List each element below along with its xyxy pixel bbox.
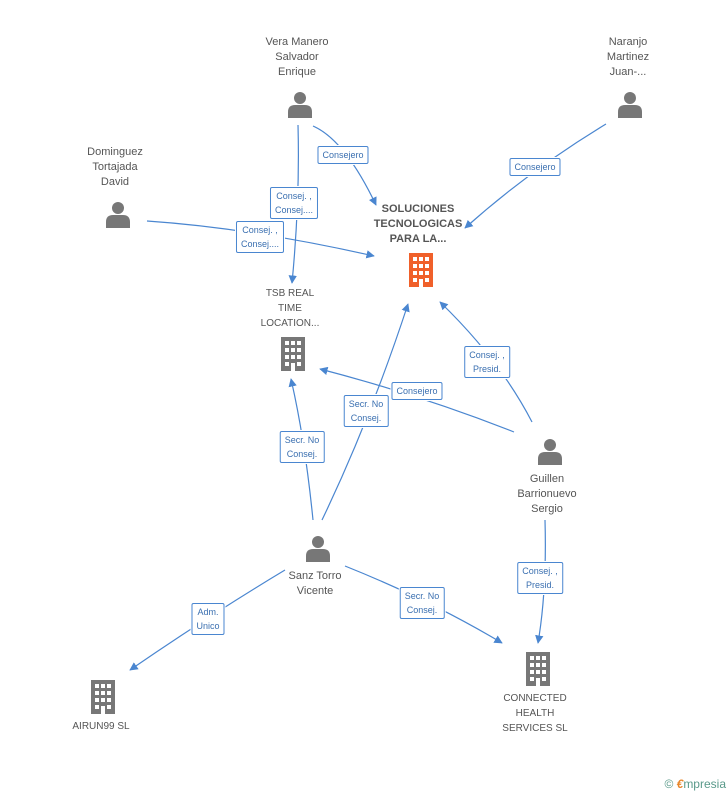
person-icon-vera [288,92,312,118]
person-icon-dominguez [106,202,130,228]
brand-logo-letter: € [676,777,684,791]
edge-vera-soluciones [312,125,377,206]
edge-label-dominguez-soluciones: Consej. ,Consej.... [235,221,285,253]
edge-label-guillen-connected: Consej. ,Presid. [517,562,563,594]
edge-naranjo-soluciones [464,123,607,229]
company-label-airun[interactable]: AIRUN99 SL [72,721,130,732]
edge-label-sanz-airun: Adm.Unico [191,603,225,635]
edge-label-guillen-tsb: Consejero [391,382,443,400]
edge-label-vera-soluciones: Consejero [317,146,369,164]
brand-footer: © €mpresia [664,777,726,791]
building-icon-tsb [281,337,305,371]
edge-label-vera-tsb: Consej. ,Consej.... [269,187,319,219]
copyright-icon: © [664,777,674,791]
building-icon-soluciones [409,253,433,287]
person-icon-guillen [538,439,562,465]
edge-label-guillen-soluciones: Consej. ,Presid. [464,346,510,378]
building-icon-connected [526,652,550,686]
person-icon-sanz [306,536,330,562]
building-icon-airun [91,680,115,714]
person-icon-naranjo [618,92,642,118]
brand-name: mpresia [683,777,726,791]
edge-label-naranjo-soluciones: Consejero [509,158,561,176]
